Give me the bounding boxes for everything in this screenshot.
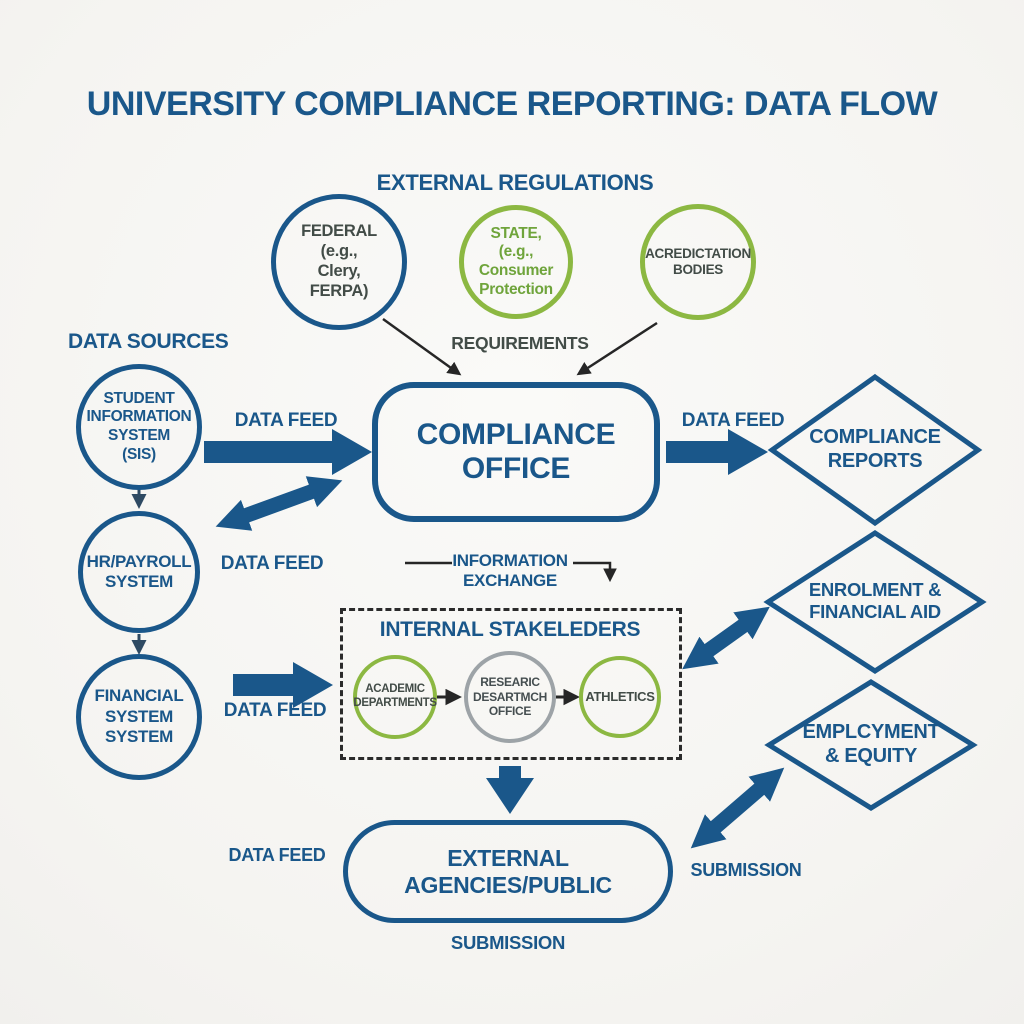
requirements-label: REQUIREMENTS [451,333,589,353]
federal-regulations-circle: FEDERAL (e.g., Clery, FERPA) [271,194,407,330]
data-feed-reports-label: DATA FEED [681,410,785,431]
arrow-hr-office-bidirectional [215,476,343,531]
athletics-circle: ATHLETICS [579,656,661,738]
data-feed-hr-label: DATA FEED [220,553,324,574]
sis-circle: STUDENT INFORMATION SYSTEM (SIS) [76,364,202,490]
data-feed-agencies-label: DATA FEED [228,845,326,865]
financial-system-circle: FINANCIAL SYSTEM SYSTEM [76,654,202,780]
arrow-sis-to-office [204,429,372,475]
arrow-agencies-employment-bidirectional [690,767,785,849]
internal-stakeholders-heading: INTERNAL STAKELEDERS [379,618,641,641]
hr-payroll-circle: HR/PAYROLL SYSTEM [78,511,200,633]
employment-equity-label: EMPLCYMENT & EQUITY [802,721,940,767]
information-exchange-label: INFORMATION EXCHANGE [452,551,568,591]
data-sources-heading: DATA SOURCES [68,330,229,353]
academic-departments-circle: ACADEMIC DEPARTMENTS [353,655,437,739]
arrow-office-to-reports [666,429,768,475]
external-regulations-heading: EXTERNAL REGULATIONS [376,170,654,195]
arrow-stakeholders-to-agencies [486,766,534,814]
state-regulations-circle: STATE, (e.g., Consumer Protection [459,205,573,319]
accreditation-bodies-circle: ACREDICTATION BODIES [640,204,756,320]
page-title: UNIVERSITY COMPLIANCE REPORTING: DATA FL… [86,85,938,123]
compliance-reports-label: COMPLIANCE REPORTS [809,426,941,472]
arrow-stakeholders-enrolment-bidirectional [682,606,770,670]
submission-employment-label: SUBMISSION [690,860,802,880]
enrolment-financial-aid-label: ENROLMENT & FINANCIAL AID [808,579,942,622]
data-feed-sis-label: DATA FEED [234,410,338,431]
compliance-office-box: COMPLIANCE OFFICE [372,382,660,522]
internal-stakeholders-box [340,608,682,760]
research-office-circle: RESEARIC DESARTMCH OFFICE [464,651,556,743]
data-feed-financial-label: DATA FEED [223,700,327,721]
submission-bottom-label: SUBMISSION [450,932,566,953]
external-agencies-box: EXTERNAL AGENCIES/PUBLIC [343,820,673,923]
